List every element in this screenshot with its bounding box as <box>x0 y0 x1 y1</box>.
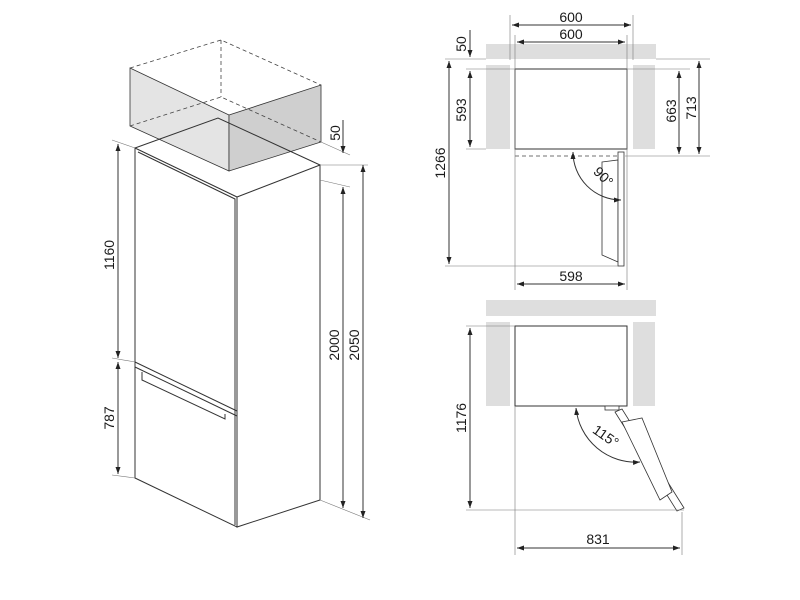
top-view-90: 90° 600 600 50 593 1266 663 713 598 <box>432 9 710 290</box>
dim-lower-door: 787 <box>101 406 117 430</box>
dim-upper-door: 1160 <box>101 240 117 270</box>
iso-dimensions: 50 1160 787 2000 2050 <box>101 120 371 521</box>
dim-depth: 593 <box>453 98 469 122</box>
dim-top-gap: 50 <box>327 125 343 141</box>
dim-total-height: 2050 <box>346 329 362 360</box>
top-view-115: 115° 1176 831 <box>453 300 685 555</box>
dim-open-depth-115: 1176 <box>453 403 469 433</box>
dim-open-width-90: 598 <box>559 268 583 284</box>
dim-rear-gap: 50 <box>453 36 469 52</box>
dim-depth-with-door: 663 <box>663 99 679 123</box>
iso-fridge <box>134 117 321 528</box>
dim-open-width-115: 831 <box>586 531 610 547</box>
dim-open-depth-90: 1266 <box>432 147 448 178</box>
dim-fridge-width: 600 <box>559 26 583 42</box>
dim-total-depth: 713 <box>683 96 699 120</box>
iso-ventilation-box <box>129 39 322 172</box>
door-handle <box>141 372 226 420</box>
dim-height: 2000 <box>326 329 342 360</box>
dim-niche-width: 600 <box>559 9 583 25</box>
